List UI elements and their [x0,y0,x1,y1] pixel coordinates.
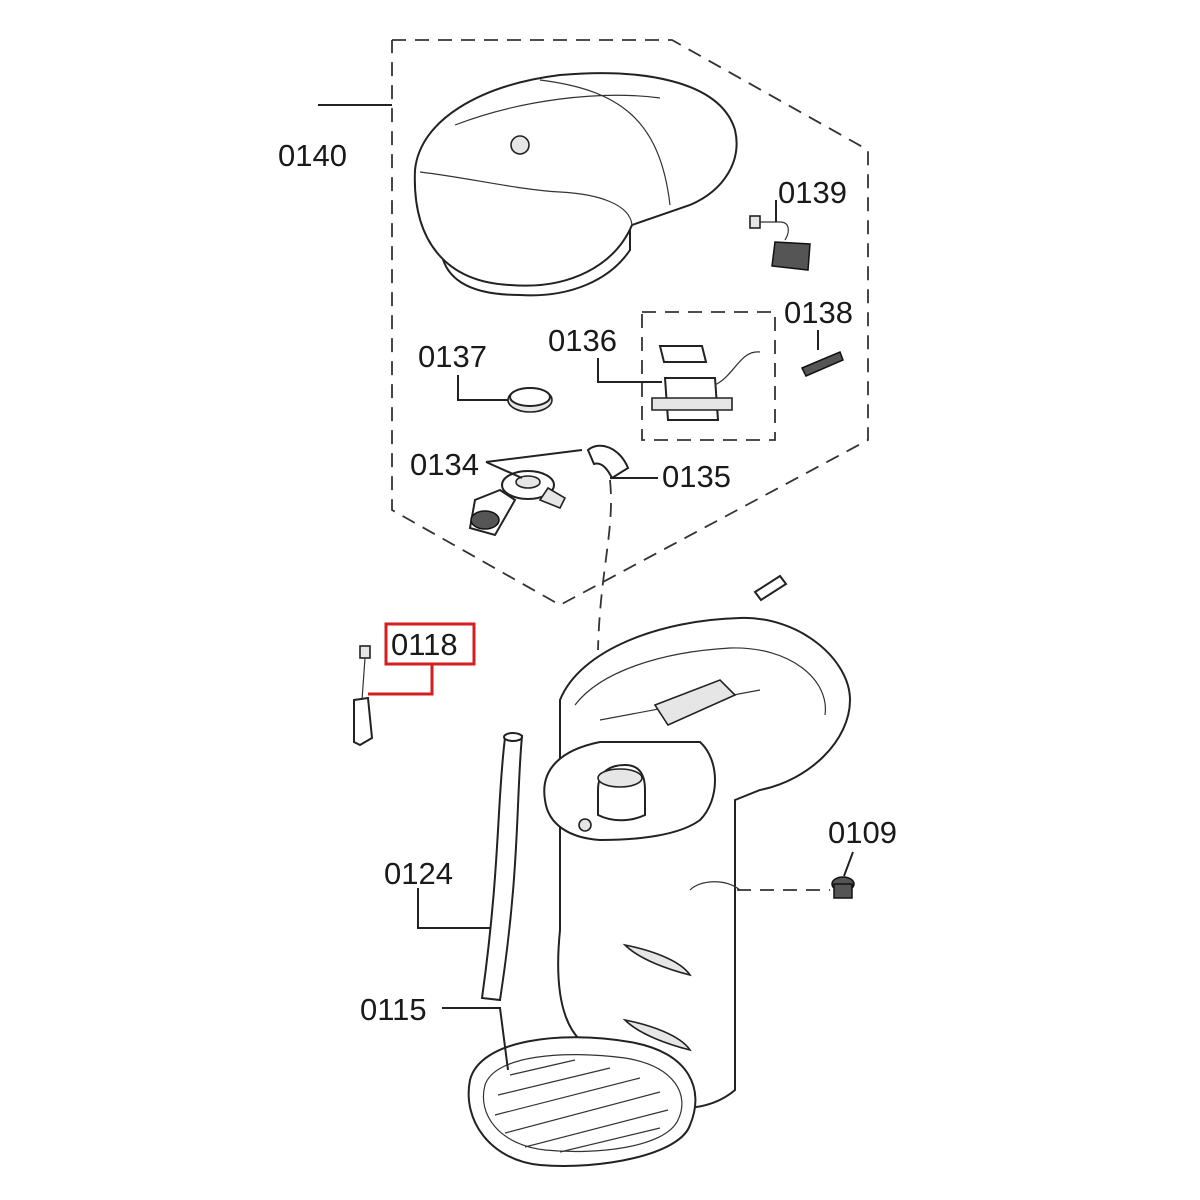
label-0140: 0140 [278,138,347,173]
screw-part [831,876,855,899]
leader-0115 [442,1007,509,1071]
connector-part [749,215,811,271]
leader-0134 [485,449,583,479]
label-0115: 0115 [360,992,427,1027]
leader-0137 [457,375,508,401]
leader-0109 [843,851,854,877]
probe-part [353,645,374,747]
label-0134: 0134 [410,447,479,482]
label-0124: 0124 [384,856,453,891]
label-0135: 0135 [662,459,731,494]
label-0118: 0118 [391,627,458,662]
pin-part [753,574,788,602]
upper-assembly-outline [391,39,869,607]
elbow-hose-part [586,444,630,480]
label-0138: 0138 [784,295,853,330]
hose-guide-line [597,479,612,651]
highlight-0118-box [384,622,476,666]
label-0137: 0137 [418,339,487,374]
leader-0124 [417,888,490,929]
disc-part [507,387,553,413]
highlight-0118-leader [368,664,434,696]
leader-0136 [597,358,662,383]
sensor-group-outline [641,311,776,441]
valve-part [468,470,567,537]
main-housing-part [467,616,852,1167]
label-0109: 0109 [828,815,897,850]
label-0136: 0136 [548,323,617,358]
label-0139: 0139 [778,175,847,210]
sensor-part [651,345,761,421]
straight-hose-part [480,732,524,1002]
lid-part [413,72,738,297]
strip-part [800,351,844,377]
lid-emblem-icon [510,135,530,155]
